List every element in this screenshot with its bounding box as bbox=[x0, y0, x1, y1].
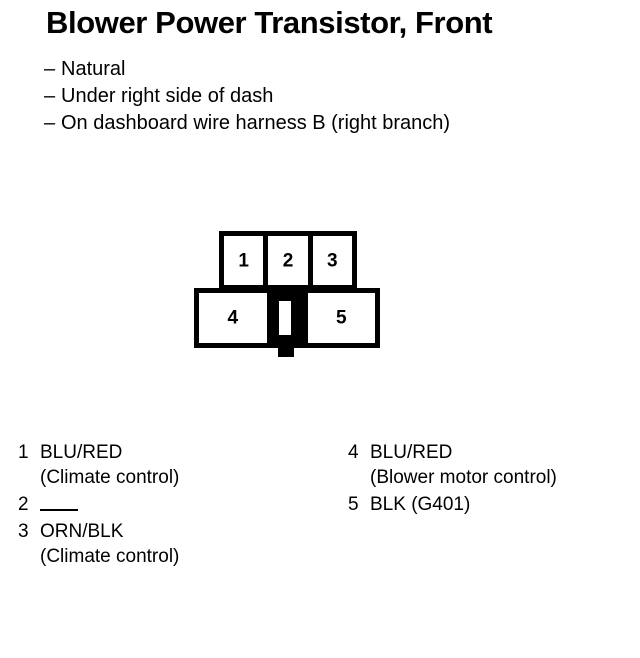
lock-slot bbox=[277, 300, 292, 336]
connector-cavity-4: 4 bbox=[199, 293, 267, 343]
note-item: –On dashboard wire harness B (right bran… bbox=[44, 110, 450, 137]
pin-wire-color: BLK (G401) bbox=[370, 494, 471, 515]
connector-cavity-1: 1 bbox=[224, 236, 264, 285]
note-item: –Natural bbox=[44, 56, 450, 83]
pin-wire-color: BLU/RED bbox=[40, 442, 123, 463]
connector-cavity-3: 3 bbox=[307, 236, 352, 285]
connector-diagram: 1 2 3 4 5 bbox=[194, 231, 386, 363]
connector-lock-tab bbox=[278, 345, 294, 357]
cavity-number: 4 bbox=[227, 307, 239, 329]
cavity-number: 3 bbox=[327, 250, 338, 271]
pin-wire-color: ORN/BLK bbox=[40, 521, 124, 542]
cavity-number: 2 bbox=[282, 250, 294, 271]
pin-wire-color: BLU/RED bbox=[370, 442, 453, 463]
pin-detail: ORN/BLK (Climate control) bbox=[40, 519, 338, 569]
pin-legend-item: 4 BLU/RED (Blower motor control) bbox=[348, 440, 638, 490]
note-item: –Under right side of dash bbox=[44, 83, 450, 110]
pin-number: 1 bbox=[18, 442, 29, 463]
connector-lock-icon bbox=[266, 293, 303, 343]
connector-top-row: 1 2 3 bbox=[219, 231, 357, 290]
note-text: On dashboard wire harness B (right branc… bbox=[61, 112, 451, 134]
dash-icon: – bbox=[44, 85, 56, 107]
connector-cavity-5: 5 bbox=[302, 293, 375, 343]
connector-bottom-row: 4 5 bbox=[194, 288, 380, 348]
cavity-number: 5 bbox=[335, 307, 347, 329]
note-text: Under right side of dash bbox=[61, 85, 274, 107]
pin-description: (Blower motor control) bbox=[370, 467, 557, 488]
connector-cavity-2: 2 bbox=[263, 236, 308, 285]
pin-detail: BLK (G401) bbox=[370, 492, 638, 517]
pin-number: 2 bbox=[18, 494, 29, 515]
pin-legend-item: 5 BLK (G401) bbox=[348, 492, 638, 517]
pin-description: (Climate control) bbox=[40, 546, 180, 567]
pin-legend-left-column: 1 BLU/RED (Climate control) 2 3 ORN/BLK … bbox=[18, 440, 338, 571]
pin-description: (Climate control) bbox=[40, 467, 180, 488]
pin-legend-item: 2 bbox=[18, 492, 338, 517]
dash-icon: – bbox=[44, 58, 56, 80]
pin-number: 4 bbox=[348, 442, 359, 463]
dash-icon: – bbox=[44, 112, 56, 134]
notes-list: –Natural –Under right side of dash –On d… bbox=[44, 56, 450, 137]
pin-legend-right-column: 4 BLU/RED (Blower motor control) 5 BLK (… bbox=[348, 440, 638, 519]
pin-legend-item: 3 ORN/BLK (Climate control) bbox=[18, 519, 338, 569]
pin-detail: BLU/RED (Climate control) bbox=[40, 440, 338, 490]
pin-detail: BLU/RED (Blower motor control) bbox=[370, 440, 638, 490]
page-title: Blower Power Transistor, Front bbox=[46, 5, 493, 40]
pin-detail bbox=[40, 492, 338, 517]
cavity-number: 1 bbox=[238, 250, 249, 271]
pin-number: 5 bbox=[348, 494, 359, 515]
empty-cavity-dash-icon bbox=[40, 508, 78, 511]
note-text: Natural bbox=[61, 58, 126, 80]
pin-number: 3 bbox=[18, 521, 29, 542]
pin-legend-item: 1 BLU/RED (Climate control) bbox=[18, 440, 338, 490]
